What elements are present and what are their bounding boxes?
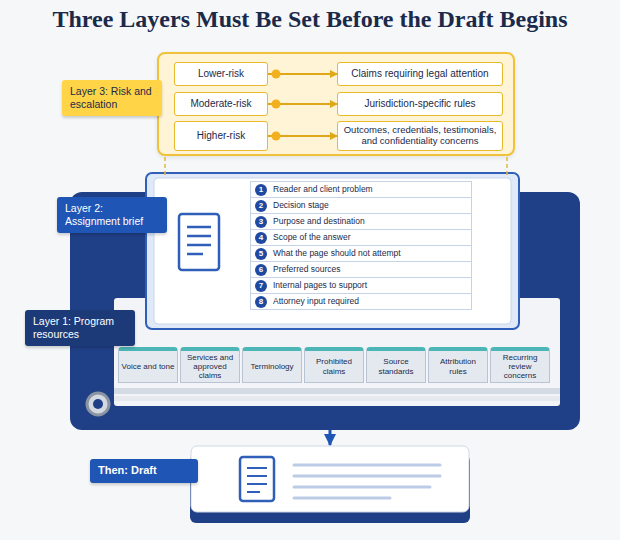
- binder-tab: Recurring review concerns: [490, 347, 550, 383]
- document-lines: [247, 468, 267, 492]
- risk-box: Higher-risk: [174, 121, 268, 151]
- brief-card: Layer 2: Assignment brief1Reader and cli…: [145, 172, 520, 330]
- tab-label: Prohibited claims: [307, 357, 361, 375]
- layer-label: Then: Draft: [90, 459, 198, 483]
- binder-tab: Terminology: [242, 347, 302, 383]
- brief-item: 6 Preferred sources: [250, 261, 472, 278]
- item-text: Scope of the answer: [273, 233, 471, 242]
- binder-tab: Source standards: [366, 347, 426, 383]
- tab-label: Recurring review concerns: [493, 353, 547, 381]
- item-text: Purpose and destination: [273, 217, 471, 226]
- brief-item: 1 Reader and client problem: [250, 181, 472, 198]
- card-frame: [146, 173, 519, 329]
- tab-label: Attribution rules: [431, 357, 485, 375]
- item-text: What the page should not attempt: [273, 249, 471, 258]
- text-lines: [294, 465, 440, 498]
- box-label: Jurisdiction-specific rules: [364, 98, 475, 110]
- binder-tab: Voice and tone: [118, 347, 178, 383]
- callout-number: 7: [255, 280, 267, 292]
- box-label: Outcomes, credentials, testimonials, and…: [342, 125, 498, 147]
- layer-label: Layer 3: Risk and escalation: [62, 80, 162, 116]
- binder-ring: [87, 393, 109, 415]
- binder-pages: [114, 298, 560, 406]
- tab-label: Source standards: [369, 357, 423, 375]
- callout-number: 4: [255, 232, 267, 244]
- connector: [329, 430, 332, 445]
- document-icon: [240, 457, 274, 501]
- tab-label: Services and approved claims: [183, 353, 237, 381]
- item-text: Reader and client problem: [273, 185, 471, 194]
- page-edge: [114, 396, 560, 401]
- document-lines: [187, 227, 211, 254]
- binder-cover: [70, 192, 580, 430]
- risk-box: Claims requiring legal attention: [337, 62, 503, 86]
- layer-label: Layer 1: Program resources: [25, 310, 135, 346]
- box-label: Moderate-risk: [190, 98, 251, 110]
- risk-panel: Layer 3: Risk and escalationLower-riskCl…: [157, 52, 515, 156]
- callout-number: 5: [255, 248, 267, 260]
- brief-item: 2 Decision stage: [250, 197, 472, 214]
- callout-number: 6: [255, 264, 267, 276]
- item-text: Internal pages to support: [273, 281, 471, 290]
- risk-box: Jurisdiction-specific rules: [337, 92, 503, 116]
- callout-number: 3: [255, 216, 267, 228]
- tab-label: Terminology: [250, 362, 293, 371]
- callout-number: 1: [255, 184, 267, 196]
- box-label: Higher-risk: [197, 130, 245, 142]
- page-edge: [114, 388, 560, 394]
- brief-item: 3 Purpose and destination: [250, 213, 472, 230]
- brief-item: 7 Internal pages to support: [250, 277, 472, 294]
- binder-tab: Services and approved claims: [180, 347, 240, 383]
- brief-item: 5 What the page should not attempt: [250, 245, 472, 262]
- item-text: Decision stage: [273, 201, 471, 210]
- item-text: Attorney input required: [273, 297, 471, 306]
- draft-card: Then: Draft: [190, 445, 470, 523]
- diagram-title: Three Layers Must Be Set Before the Draf…: [0, 6, 620, 33]
- box-label: Claims requiring legal attention: [351, 68, 488, 80]
- brief-item: 4 Scope of the answer: [250, 229, 472, 246]
- risk-box: Outcomes, credentials, testimonials, and…: [337, 121, 503, 151]
- tab-label: Voice and tone: [122, 362, 175, 371]
- document-icon: [179, 214, 219, 270]
- box-label: Lower-risk: [198, 68, 244, 80]
- risk-box: Lower-risk: [174, 62, 268, 86]
- layer-label: Layer 2: Assignment brief: [57, 197, 167, 233]
- draft-card: [190, 445, 470, 523]
- item-text: Preferred sources: [273, 265, 471, 274]
- callout-number: 8: [255, 296, 267, 308]
- callout-number: 2: [255, 200, 267, 212]
- risk-box: Moderate-risk: [174, 92, 268, 116]
- brief-item: 8 Attorney input required: [250, 293, 472, 310]
- card-sheet: [154, 178, 511, 324]
- binder-ring-hole: [93, 399, 103, 409]
- draft-sheet: [191, 446, 469, 512]
- binder-tab: Prohibited claims: [304, 347, 364, 383]
- binder-tab: Attribution rules: [428, 347, 488, 383]
